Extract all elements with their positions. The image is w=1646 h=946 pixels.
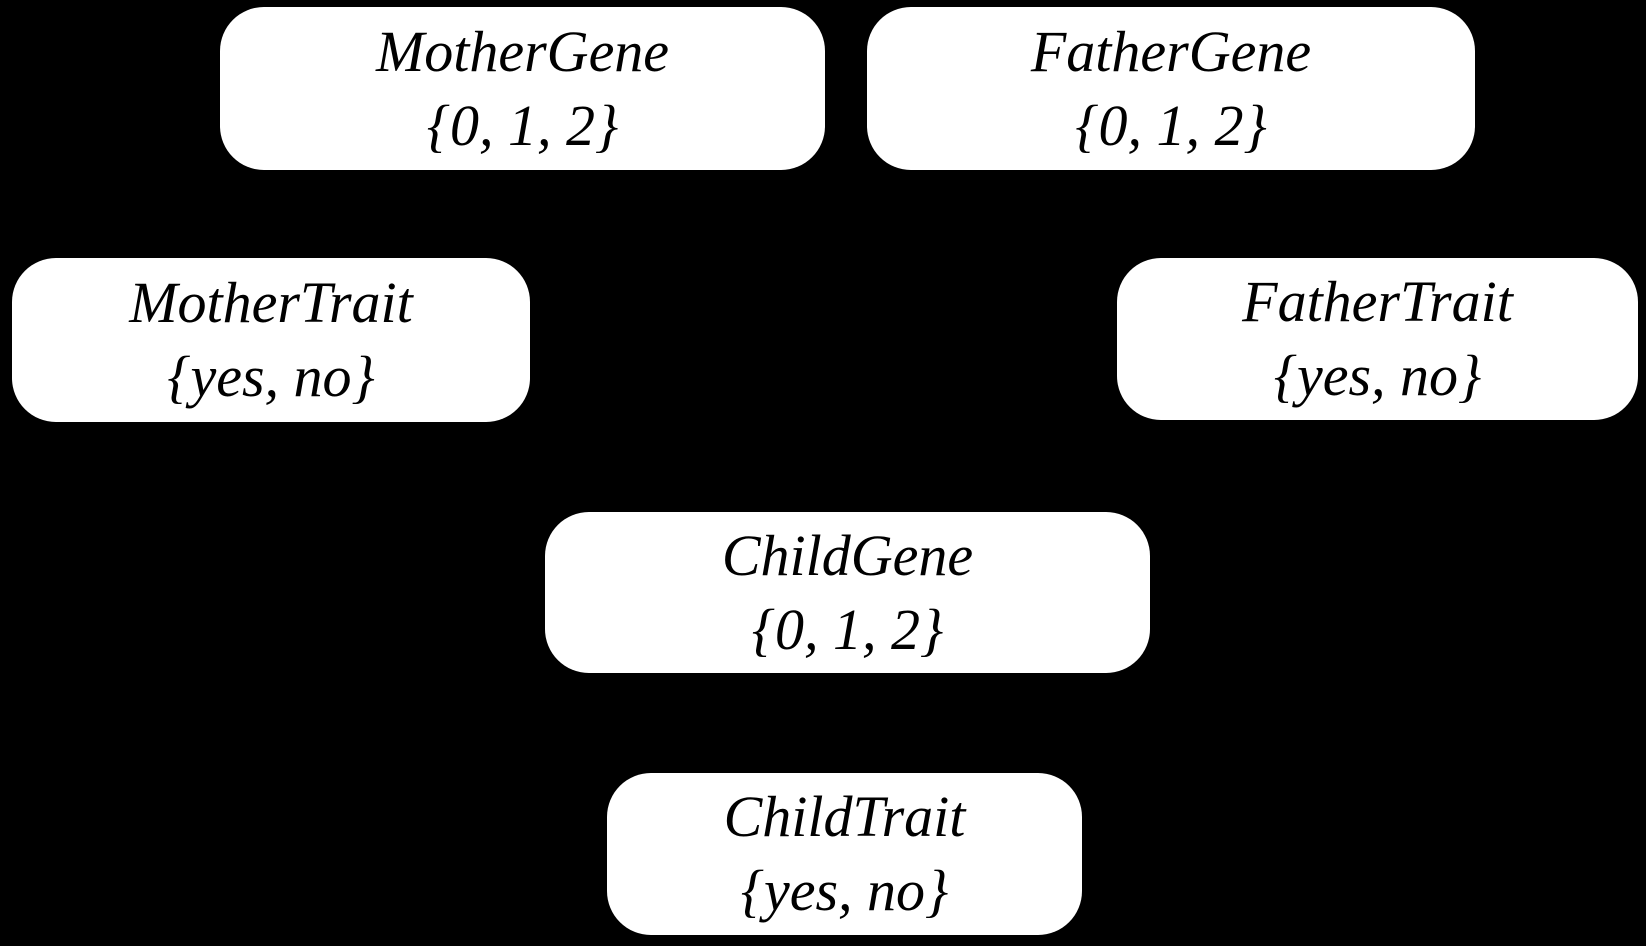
node-child-trait-values: {yes, no} xyxy=(740,858,949,923)
node-father-gene-values: {0, 1, 2} xyxy=(1075,92,1267,158)
node-child-trait: ChildTrait {yes, no} xyxy=(607,773,1082,935)
node-child-trait-label: ChildTrait xyxy=(723,784,966,849)
node-child-gene: ChildGene {0, 1, 2} xyxy=(545,512,1150,673)
node-mother-gene: MotherGene {0, 1, 2} xyxy=(220,7,825,170)
node-mother-gene-values: {0, 1, 2} xyxy=(426,92,619,158)
node-father-gene-label: FatherGene xyxy=(1030,18,1312,84)
node-child-gene-values: {0, 1, 2} xyxy=(751,596,944,662)
node-mother-trait: MotherTrait {yes, no} xyxy=(12,258,530,422)
node-mother-trait-values: {yes, no} xyxy=(167,344,375,409)
node-father-trait-label: FatherTrait xyxy=(1242,269,1513,334)
node-mother-gene-label: MotherGene xyxy=(375,18,670,84)
node-father-gene: FatherGene {0, 1, 2} xyxy=(867,7,1475,170)
node-father-trait-values: {yes, no} xyxy=(1273,343,1482,408)
node-mother-trait-label: MotherTrait xyxy=(129,270,413,335)
node-child-gene-label: ChildGene xyxy=(721,522,974,588)
node-father-trait: FatherTrait {yes, no} xyxy=(1117,258,1638,420)
